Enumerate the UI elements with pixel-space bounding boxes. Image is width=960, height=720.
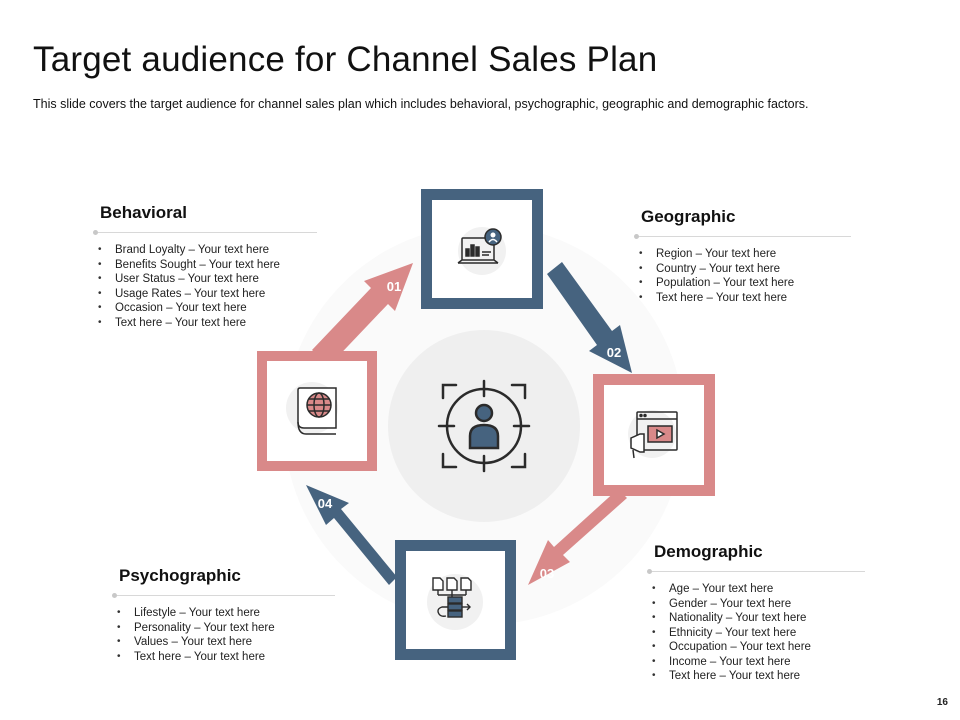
step-number-01: 01 <box>387 279 401 294</box>
step-number-04: 04 <box>318 496 333 511</box>
arrow-to-left <box>306 485 397 585</box>
list-item: Population – Your text here <box>636 276 851 291</box>
list-item: Gender – Your text here <box>649 597 865 612</box>
list-item: Benefits Sought – Your text here <box>95 258 317 273</box>
target-person-icon <box>437 379 531 473</box>
psychographic-divider <box>112 593 335 598</box>
step-number-02: 02 <box>607 345 621 360</box>
slide-subtitle: This slide covers the target audience fo… <box>33 97 809 111</box>
geographic-section: Geographic Region – Your text here Count… <box>634 207 851 305</box>
list-item: Lifestyle – Your text here <box>114 606 335 621</box>
list-item: Text here – Your text here <box>114 650 335 665</box>
demographic-divider <box>647 569 865 574</box>
document-flow-icon <box>427 574 483 630</box>
arrow-to-right <box>547 262 632 373</box>
list-item: Occasion – Your text here <box>95 301 317 316</box>
psychographic-section: Psychographic Lifestyle – Your text here… <box>112 566 335 664</box>
arrow-to-bottom <box>528 489 627 585</box>
list-item: Occupation – Your text here <box>649 640 865 655</box>
geographic-list: Region – Your text here Country – Your t… <box>636 247 851 305</box>
geographic-heading: Geographic <box>641 207 736 226</box>
behavioral-section: Behavioral Brand Loyalty – Your text her… <box>93 203 317 330</box>
psychographic-heading: Psychographic <box>119 566 241 585</box>
dashboard-laptop-user-icon <box>457 227 506 275</box>
behavioral-list: Brand Loyalty – Your text here Benefits … <box>95 243 317 330</box>
demographic-section: Demographic Age – Your text here Gender … <box>647 542 865 684</box>
list-item: Text here – Your text here <box>95 316 317 331</box>
list-item: Nationality – Your text here <box>649 611 865 626</box>
list-item: Text here – Your text here <box>636 291 851 306</box>
list-item: Country – Your text here <box>636 262 851 277</box>
video-megaphone-icon <box>628 410 678 459</box>
page-number: 16 <box>936 697 948 708</box>
arrow-to-top <box>312 263 413 366</box>
list-item: Personality – Your text here <box>114 621 335 636</box>
behavioral-heading: Behavioral <box>100 203 187 222</box>
slide-title: Target audience for Channel Sales Plan <box>33 40 658 79</box>
list-item: Usage Rates – Your text here <box>95 287 317 302</box>
demographic-heading: Demographic <box>654 542 763 561</box>
geographic-divider <box>634 234 851 239</box>
psychographic-list: Lifestyle – Your text here Personality –… <box>114 606 335 664</box>
list-item: Age – Your text here <box>649 582 865 597</box>
list-item: Income – Your text here <box>649 655 865 670</box>
list-item: User Status – Your text here <box>95 272 317 287</box>
list-item: Brand Loyalty – Your text here <box>95 243 317 258</box>
globe-book-icon <box>286 382 338 435</box>
list-item: Region – Your text here <box>636 247 851 262</box>
behavioral-divider <box>93 230 317 235</box>
list-item: Ethnicity – Your text here <box>649 626 865 641</box>
demographic-list: Age – Your text here Gender – Your text … <box>649 582 865 684</box>
list-item: Text here – Your text here <box>649 669 865 684</box>
list-item: Values – Your text here <box>114 635 335 650</box>
step-number-03: 03 <box>540 566 554 581</box>
